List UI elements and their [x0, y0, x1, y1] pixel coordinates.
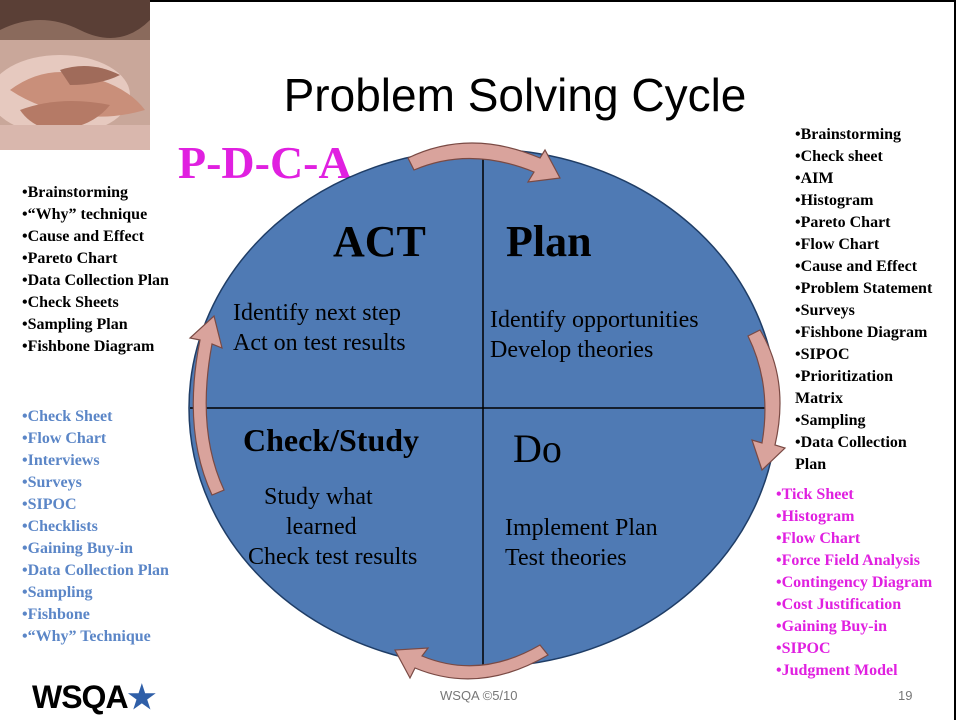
plan-text: Identify opportunities Develop theories: [490, 305, 699, 365]
list-item: •Interviews: [22, 452, 100, 469]
list-item: •Sampling: [22, 584, 93, 601]
list-item: •Check Sheets: [22, 294, 119, 311]
do-line: Implement Plan: [505, 515, 658, 541]
left-tools-blue: •Check Sheet •Flow Chart •Interviews •Su…: [22, 406, 169, 648]
hands-photo: [0, 0, 150, 150]
list-item: •SIPOC: [776, 640, 831, 657]
list-item: •Sampling Plan: [22, 316, 128, 333]
arrow-right: [747, 329, 787, 472]
check-line: Study what: [264, 484, 373, 510]
check-line: Check test results: [248, 544, 418, 570]
act-line: Identify next step: [233, 300, 401, 326]
list-item: •Brainstorming: [795, 126, 902, 143]
list-item: •Histogram: [776, 508, 855, 525]
list-item: •Tick Sheet: [776, 486, 854, 503]
list-item: •Force Field Analysis: [776, 552, 920, 569]
list-item: •Surveys: [22, 474, 82, 491]
check-heading: Check/Study: [243, 422, 420, 458]
do-text: Implement Plan Test theories: [505, 513, 658, 573]
do-line: Test theories: [505, 545, 627, 571]
list-item: •SIPOC: [22, 496, 77, 513]
list-item: •“Why” technique: [22, 206, 148, 223]
list-item: •Fishbone Diagram: [795, 324, 928, 341]
check-text: Study what learned Check test results: [248, 482, 417, 572]
logo-text: WSQA: [32, 679, 129, 715]
pdca-label: P-D-C-A: [178, 137, 352, 188]
list-item: •Surveys: [795, 302, 855, 319]
check-line: learned: [286, 514, 357, 540]
list-item: •SIPOC: [795, 346, 850, 363]
list-item: •Cost Justification: [776, 596, 902, 613]
list-item: •Prioritization: [795, 368, 894, 385]
list-item: •AIM: [795, 170, 834, 187]
page-number: 19: [898, 688, 913, 703]
list-item: •Fishbone Diagram: [22, 338, 155, 355]
arrow-left: [188, 314, 225, 496]
arrow-top: [407, 142, 561, 183]
list-item: Matrix: [795, 390, 843, 407]
list-item: •Cause and Effect: [795, 258, 918, 275]
right-tools-pink: •Tick Sheet •Histogram •Flow Chart •Forc…: [776, 484, 932, 682]
right-tools-black: •Brainstorming •Check sheet •AIM •Histog…: [795, 124, 932, 476]
list-item: •Data Collection: [795, 434, 907, 451]
list-item: •Fishbone: [22, 606, 90, 623]
footer-center: WSQA ©5/10: [440, 688, 518, 703]
list-item: •Sampling: [795, 412, 866, 429]
do-heading: Do: [513, 426, 562, 471]
list-item: •“Why” Technique: [22, 628, 151, 645]
list-item: •Pareto Chart: [795, 214, 891, 231]
act-heading: ACT: [333, 217, 426, 266]
list-item: •Cause and Effect: [22, 228, 145, 245]
left-tools-black: •Brainstorming •“Why” technique •Cause a…: [22, 182, 169, 358]
list-item: •Flow Chart: [795, 236, 880, 253]
list-item: •Data Collection Plan: [22, 562, 169, 579]
list-item: •Histogram: [795, 192, 874, 209]
wsqa-logo: WSQA★: [32, 678, 157, 716]
plan-heading: Plan: [506, 217, 592, 266]
list-item: •Data Collection Plan: [22, 272, 169, 289]
act-text: Identify next step Act on test results: [233, 298, 406, 358]
list-item: •Checklists: [22, 518, 98, 535]
act-line: Act on test results: [233, 330, 406, 356]
list-item: •Pareto Chart: [22, 250, 118, 267]
slide-title: Problem Solving Cycle: [283, 69, 747, 121]
list-item: •Flow Chart: [776, 530, 861, 547]
arrow-bottom: [394, 644, 549, 680]
list-item: •Brainstorming: [22, 184, 129, 201]
list-item: Plan: [795, 456, 827, 473]
plan-line: Develop theories: [490, 337, 654, 363]
star-icon: ★: [127, 679, 157, 715]
list-item: •Contingency Diagram: [776, 574, 933, 591]
list-item: •Gaining Buy-in: [776, 618, 887, 635]
list-item: •Problem Statement: [795, 280, 933, 297]
list-item: •Flow Chart: [22, 430, 107, 447]
plan-line: Identify opportunities: [490, 307, 699, 333]
list-item: •Check sheet: [795, 148, 883, 165]
list-item: •Gaining Buy-in: [22, 540, 133, 557]
cycle-arrows: [188, 142, 787, 680]
list-item: •Check Sheet: [22, 408, 113, 425]
list-item: •Judgment Model: [776, 662, 898, 679]
